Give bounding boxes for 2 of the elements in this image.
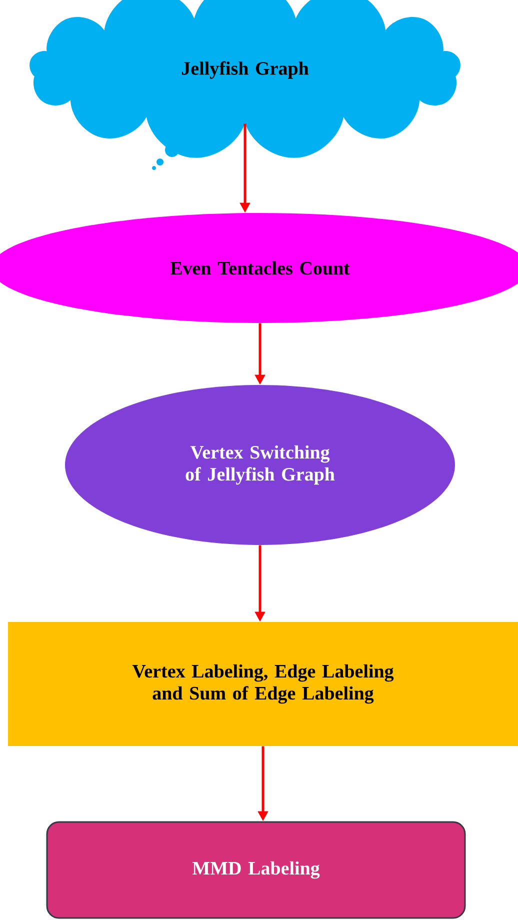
terminal-box: MMD Labeling [46, 821, 466, 919]
process-box: Vertex Labeling, Edge Labeling and Sum of Edge Labeling [8, 622, 518, 746]
